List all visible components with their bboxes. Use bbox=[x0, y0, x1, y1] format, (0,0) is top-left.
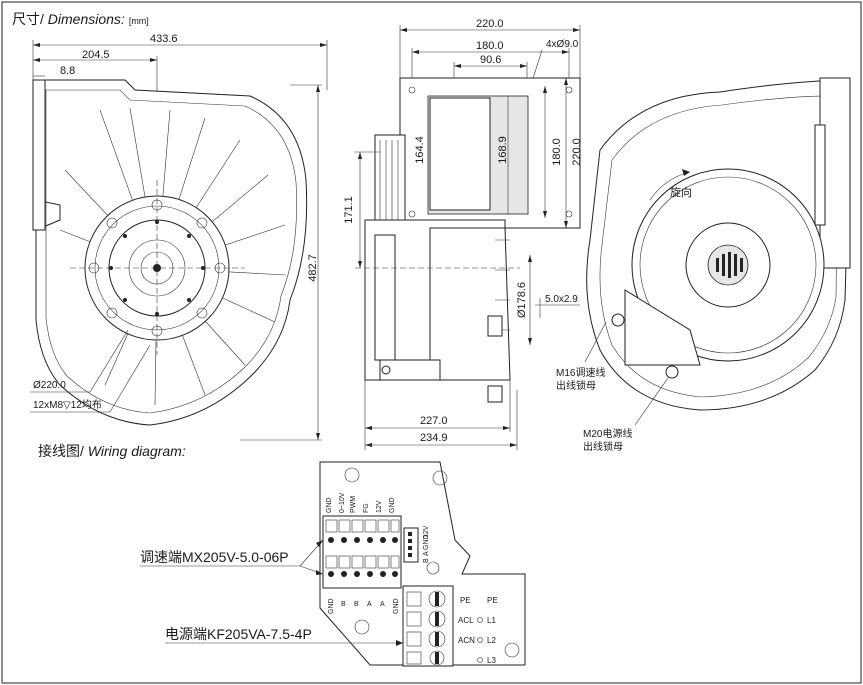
m16-label-2: 出线锁母 bbox=[556, 379, 596, 392]
speed-pin-top: GND bbox=[326, 497, 333, 513]
speed-pin-top: GND bbox=[389, 497, 396, 513]
speed-pin-bottom: A bbox=[367, 601, 372, 608]
power-pin-labels: PE ACL ACN PE L1 L2 L3 bbox=[458, 596, 498, 665]
bolt-spec-label: 12xM8▽12均布 bbox=[33, 399, 102, 411]
speed-pin-top: 0~10V bbox=[339, 492, 346, 513]
dim-180: 180.0 bbox=[551, 138, 563, 166]
speed-pin-labels-top: GND 0~10V PWM FG 12V GND bbox=[326, 492, 396, 513]
dim-height-total: 482.7 bbox=[307, 254, 319, 282]
side-pin: GND bbox=[423, 534, 430, 550]
side-pin: B bbox=[423, 558, 430, 563]
rotation-label: 旋向 bbox=[670, 185, 692, 199]
power-pin-right: L2 bbox=[487, 636, 496, 645]
dim-164: 164.4 bbox=[414, 136, 426, 164]
speed-pin-top: 12V bbox=[376, 500, 383, 513]
dim-holes: 4xØ9.0 bbox=[546, 39, 579, 50]
speed-connector-label: 调速端MX205V-5.0-06P bbox=[140, 549, 289, 565]
dimensions-title: 尺寸/ Dimensions:[mm] bbox=[12, 11, 149, 27]
dim-offset: 8.8 bbox=[60, 65, 75, 77]
speed-connector bbox=[322, 515, 419, 589]
speed-pin-bottom: GND bbox=[393, 598, 400, 614]
dim-depth-1: 227.0 bbox=[420, 415, 448, 427]
right-view-outlet: 旋向 M16调速线 出线锁母 M20电源线 出线锁母 bbox=[556, 77, 851, 453]
m20-label-2: 出线锁母 bbox=[583, 440, 623, 453]
speed-pin-bottom: GND bbox=[328, 598, 335, 614]
wiring-title: 接线图/ Wiring diagram: bbox=[38, 443, 186, 459]
speed-pin-top: PWM bbox=[350, 496, 357, 513]
dim-shaft: Ø178.6 bbox=[516, 282, 528, 318]
dim-168: 168.9 bbox=[497, 136, 509, 164]
m20-label-1: M20电源线 bbox=[583, 427, 632, 440]
power-connector-label: 电源端KF205VA-7.5-4P bbox=[165, 626, 312, 642]
power-pin-right: L3 bbox=[487, 656, 496, 665]
dim-outlet-width: 180.0 bbox=[476, 40, 504, 52]
dim-depth-2: 234.9 bbox=[420, 432, 448, 444]
side-pin: 12V bbox=[423, 525, 430, 538]
dim-width-total: 433.6 bbox=[150, 33, 178, 45]
power-pin-right: PE bbox=[487, 596, 498, 605]
power-pin-right: L1 bbox=[487, 616, 496, 625]
power-pin-left: ACN bbox=[458, 636, 475, 645]
dim-171: 171.1 bbox=[343, 196, 355, 224]
side-pin-labels: 12V GND A B bbox=[423, 525, 430, 563]
dim-inner-width: 90.6 bbox=[480, 54, 501, 66]
speed-pin-top: FG bbox=[363, 503, 370, 513]
power-pin-left: PE bbox=[460, 596, 471, 605]
left-view-blower: 433.6 204.5 8.8 482.7 bbox=[30, 33, 328, 441]
power-pin-left: ACL bbox=[458, 616, 474, 625]
power-connector bbox=[402, 585, 454, 667]
m16-label-1: M16调速线 bbox=[556, 366, 605, 379]
dim-width-partial: 204.5 bbox=[82, 49, 110, 61]
speed-pin-bottom: B bbox=[354, 601, 359, 608]
wiring-board: GND 0~10V PWM FG 12V GND bbox=[319, 461, 526, 667]
speed-pin-labels-bottom: GND B B A A GND bbox=[328, 598, 400, 614]
dim-key: 5.0x2.9 bbox=[545, 294, 578, 305]
speed-pin-bottom: A bbox=[380, 601, 385, 608]
speed-pin-bottom: B bbox=[341, 601, 346, 608]
middle-view-side: 220.0 180.0 90.6 4xØ9.0 164.4 168.9 180.… bbox=[343, 18, 583, 450]
side-pin: A bbox=[423, 551, 430, 556]
bolt-circle-label: Ø220.0 bbox=[33, 380, 66, 391]
dim-220: 220.0 bbox=[571, 138, 583, 166]
dim-flange-width: 220.0 bbox=[476, 18, 504, 30]
